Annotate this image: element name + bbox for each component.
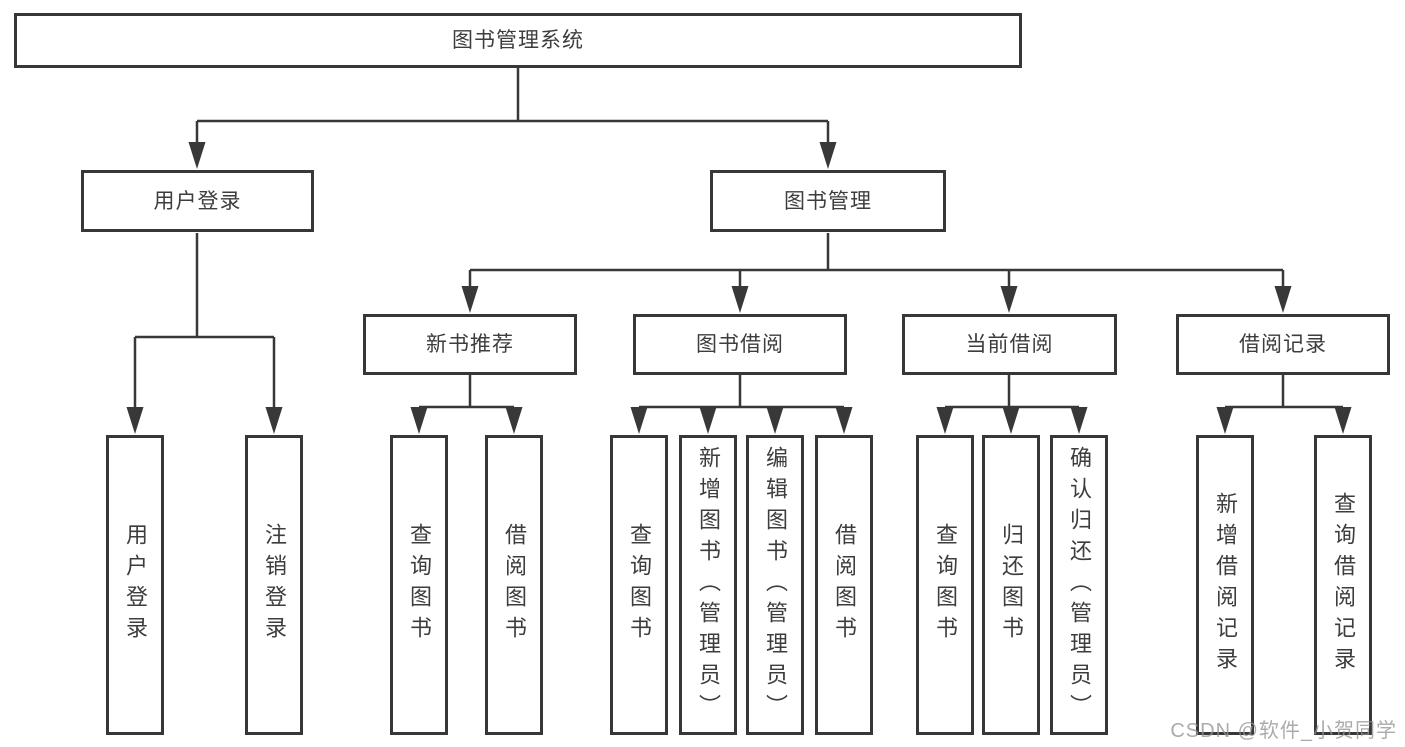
leaf-current-confirm-return-admin: 确认归还（管理员） xyxy=(1050,435,1108,735)
csdn-watermark: CSDN @软件_小贺同学 xyxy=(1170,720,1397,742)
leaf-recommend-borrow-books: 借阅图书 xyxy=(485,435,543,735)
leaf-user-login: 用户登录 xyxy=(106,435,164,735)
leaf-borrow-borrow-books: 借阅图书 xyxy=(815,435,873,735)
node-book-borrowing: 图书借阅 xyxy=(633,314,847,375)
node-new-book-recommend: 新书推荐 xyxy=(363,314,577,375)
leaf-borrow-query-books: 查询图书 xyxy=(610,435,668,735)
leaf-current-return-books: 归还图书 xyxy=(982,435,1040,735)
node-book-management: 图书管理 xyxy=(710,170,946,232)
leaf-records-query-record: 查询借阅记录 xyxy=(1314,435,1372,735)
leaf-recommend-query-books: 查询图书 xyxy=(390,435,448,735)
leaf-records-add-record: 新增借阅记录 xyxy=(1196,435,1254,735)
leaf-current-query-books: 查询图书 xyxy=(916,435,974,735)
node-root: 图书管理系统 xyxy=(14,13,1022,68)
leaf-logout: 注销登录 xyxy=(245,435,303,735)
leaf-borrow-add-books-admin: 新增图书（管理员） xyxy=(679,435,737,735)
node-current-borrowing: 当前借阅 xyxy=(902,314,1117,375)
node-user-login-branch: 用户登录 xyxy=(81,170,314,232)
leaf-borrow-edit-books-admin: 编辑图书（管理员） xyxy=(746,435,804,735)
node-borrowing-records: 借阅记录 xyxy=(1176,314,1390,375)
